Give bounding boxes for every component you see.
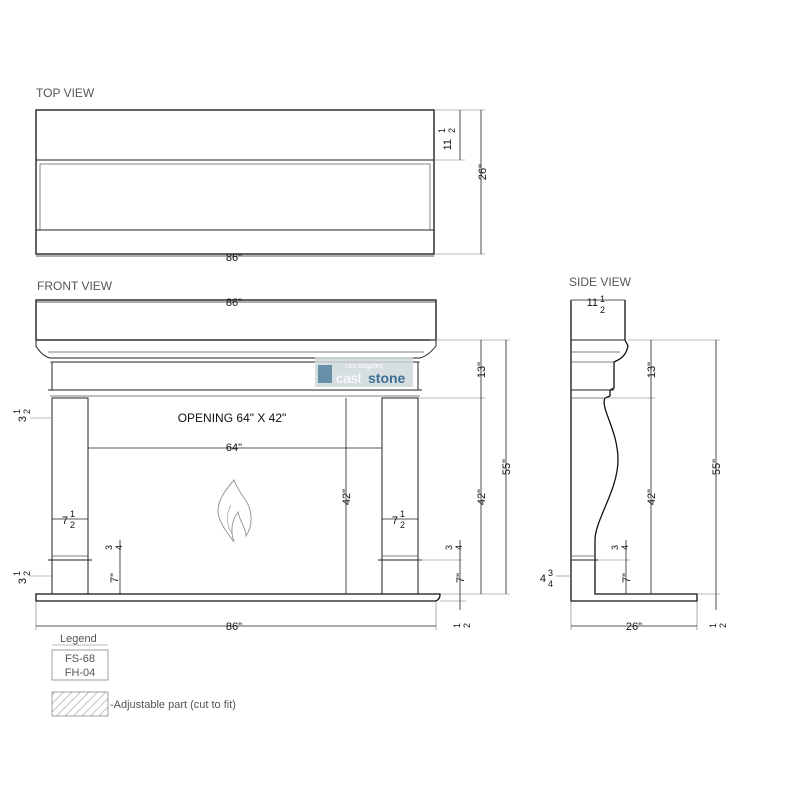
right-leg — [381, 397, 419, 595]
front-bottom-width-label: 86" — [226, 621, 242, 633]
svg-text:4: 4 — [454, 545, 464, 550]
svg-text:2: 2 — [70, 520, 75, 530]
svg-text:7: 7 — [392, 515, 398, 527]
svg-text:1: 1 — [12, 409, 22, 414]
side-profile — [570, 300, 698, 602]
leg-offset-upper-label: 3 1 2 — [12, 409, 32, 422]
side-base-label: 4 3 4 — [540, 568, 553, 589]
front-view: FRONT VIEW 86" OPENING 64" X 42" 64" 42" — [12, 279, 513, 633]
svg-text:4: 4 — [540, 573, 546, 585]
svg-text:Los Angeles: Los Angeles — [345, 363, 384, 370]
legend-code-2: FH-04 — [65, 667, 96, 679]
svg-text:7: 7 — [62, 515, 68, 527]
side-top-label: 11 1 2 — [587, 294, 605, 315]
side-55-label: 55" — [711, 459, 723, 475]
svg-text:2: 2 — [447, 128, 457, 133]
legend-title: Legend — [60, 633, 97, 645]
opening-height-label: 42" — [341, 489, 353, 505]
side-plinth-frac-label: 3 4 — [610, 545, 630, 550]
opening-label: OPENING 64" X 42" — [178, 411, 287, 425]
right-base-label: 7" — [455, 573, 467, 583]
svg-text:1: 1 — [400, 509, 405, 519]
legend-code-box — [51, 649, 109, 681]
svg-text:2: 2 — [600, 305, 605, 315]
svg-text:1: 1 — [12, 571, 22, 576]
svg-text:2: 2 — [462, 623, 472, 628]
side-view-label: SIDE VIEW — [569, 275, 632, 289]
top-view-label: TOP VIEW — [36, 86, 95, 100]
side-42-label: 42" — [646, 489, 658, 505]
legend-hatch-swatch — [51, 691, 109, 717]
mantel-shelf — [35, 299, 437, 341]
top-shelf-label: 11 1 2 — [437, 128, 457, 150]
side-13-label: 13" — [646, 362, 658, 378]
legend-adjustable-label: -Adjustable part (cut to fit) — [110, 699, 236, 711]
legend-code-1: FS-68 — [65, 653, 95, 665]
svg-text:11: 11 — [587, 297, 598, 309]
svg-text:1: 1 — [708, 623, 718, 628]
svg-text:4: 4 — [548, 579, 553, 589]
svg-text:11: 11 — [442, 139, 454, 150]
svg-text:3: 3 — [548, 568, 553, 578]
top-width-label: 86" — [226, 252, 242, 264]
side-view: SIDE VIEW 11 1 2 13" 42" 55" 3 4 7 — [540, 275, 728, 633]
left-leg-face-label: 7 1 2 — [62, 509, 75, 530]
svg-text:3: 3 — [17, 416, 29, 422]
right-plinth-frac-label: 3 4 — [444, 545, 464, 550]
top-view: TOP VIEW 86" 11 1 2 26" — [35, 86, 489, 264]
side-hearth-label: 1 2 — [708, 623, 728, 628]
svg-text:1: 1 — [70, 509, 75, 519]
overall-height-label: 55" — [501, 459, 513, 475]
svg-text:3: 3 — [610, 545, 620, 550]
outer-42-label: 42" — [476, 489, 488, 505]
left-plinth-frac-label: 3 4 — [104, 545, 124, 550]
svg-text:2: 2 — [22, 409, 32, 414]
front-view-label: FRONT VIEW — [37, 279, 113, 293]
top-depth-label: 26" — [477, 164, 489, 180]
top-view-firebox — [39, 163, 431, 231]
side-26-label: 26" — [626, 621, 642, 633]
svg-text:2: 2 — [22, 571, 32, 576]
flame-icon — [217, 479, 252, 543]
opening-width-label: 64" — [226, 442, 242, 454]
left-base-label: 7" — [109, 573, 121, 583]
front-top-width-label: 86" — [226, 297, 242, 309]
castStone-logo: Los Angeles cast stone — [315, 357, 413, 387]
svg-text:1: 1 — [452, 623, 462, 628]
svg-text:1: 1 — [437, 128, 447, 133]
svg-text:stone: stone — [368, 370, 406, 386]
right-leg-face-label: 7 1 2 — [392, 509, 405, 530]
svg-text:3: 3 — [444, 545, 454, 550]
legend: Legend FS-68 FH-04 -Adjustable part (cut… — [51, 633, 236, 717]
svg-text:cast: cast — [336, 370, 362, 386]
mantel-crown-moulding — [35, 340, 437, 359]
svg-text:2: 2 — [718, 623, 728, 628]
svg-text:4: 4 — [114, 545, 124, 550]
svg-text:3: 3 — [17, 578, 29, 584]
hearth-height-label: 1 2 — [452, 623, 472, 628]
side-7-label: 7" — [621, 573, 633, 583]
svg-text:4: 4 — [620, 545, 630, 550]
svg-text:3: 3 — [104, 545, 114, 550]
hearth — [35, 593, 441, 602]
top-view-outline — [35, 109, 435, 255]
leg-offset-lower-label: 3 1 2 — [12, 571, 32, 584]
svg-text:1: 1 — [600, 294, 605, 304]
frieze-label: 13" — [476, 362, 488, 378]
left-leg — [51, 397, 89, 595]
svg-text:2: 2 — [400, 520, 405, 530]
